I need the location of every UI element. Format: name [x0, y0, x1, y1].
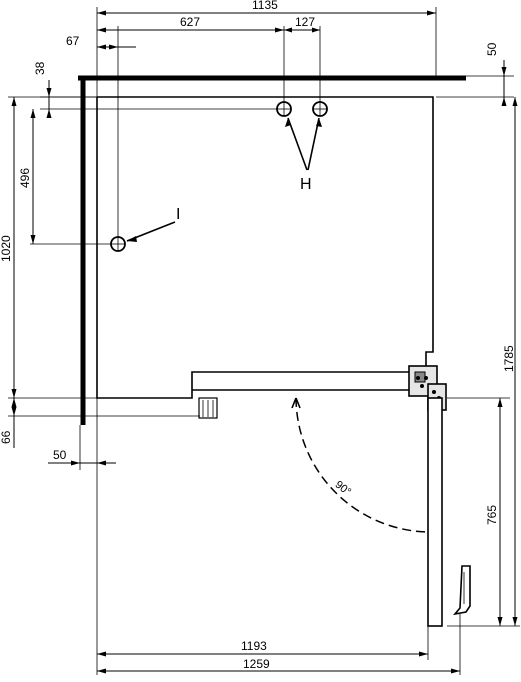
- inlet-h-label: H: [300, 176, 312, 193]
- shower-tray: [96, 96, 434, 419]
- dimension-1259: 1259: [96, 614, 461, 675]
- dimension-765: 765: [447, 397, 510, 626]
- dimension-127: 127: [284, 15, 321, 102]
- dimension-66: 66: [0, 398, 200, 448]
- tray-outline: [96, 96, 434, 399]
- dimension-50-left: 50: [48, 398, 116, 655]
- inlet-h-left-icon: [276, 101, 292, 117]
- walls: [78, 75, 466, 425]
- dim-label-1259: 1259: [243, 657, 270, 671]
- dim-label-627: 627: [180, 15, 200, 29]
- dim-label-66: 66: [0, 430, 13, 444]
- dimension-67: 67: [66, 34, 136, 50]
- leader-h-left: [287, 117, 308, 171]
- dimension-627: 627: [97, 15, 285, 237]
- dim-label-50-top: 50: [485, 42, 499, 56]
- door-handle: [452, 565, 471, 616]
- dimension-1785: 1785: [447, 97, 520, 627]
- door-swing-arc: [295, 397, 429, 533]
- dim-label-496: 496: [18, 168, 32, 188]
- dim-label-50-left: 50: [53, 448, 67, 462]
- door-angle-label: 90°: [333, 479, 354, 499]
- inlet-h-right-icon: [312, 101, 328, 117]
- dim-label-38: 38: [33, 61, 47, 75]
- leader-h-right: [307, 117, 320, 171]
- dim-label-765: 765: [485, 505, 499, 525]
- door-leaf: [427, 397, 443, 627]
- dimension-496: 496: [18, 109, 111, 245]
- inlet-i-label: I: [176, 206, 180, 223]
- dimension-1193: 1193: [97, 626, 429, 660]
- dim-label-1020: 1020: [0, 235, 13, 262]
- dimension-38: 38: [33, 61, 277, 118]
- inlet-i-icon: [110, 236, 126, 252]
- dimension-1020: 1020: [0, 96, 97, 399]
- dim-label-1135: 1135: [252, 0, 278, 12]
- door-panel: [427, 397, 471, 627]
- dim-label-1785: 1785: [502, 345, 516, 372]
- dim-label-1193: 1193: [241, 639, 267, 653]
- dim-label-67: 67: [66, 34, 80, 48]
- dimension-50-top: 50: [436, 42, 514, 106]
- inlet-i-group: I: [110, 206, 180, 252]
- inlet-h-group: H: [276, 101, 328, 193]
- arc-end-arrow: [291, 397, 301, 409]
- dimension-1135: 1135: [96, 0, 437, 97]
- dim-label-127: 127: [295, 15, 315, 29]
